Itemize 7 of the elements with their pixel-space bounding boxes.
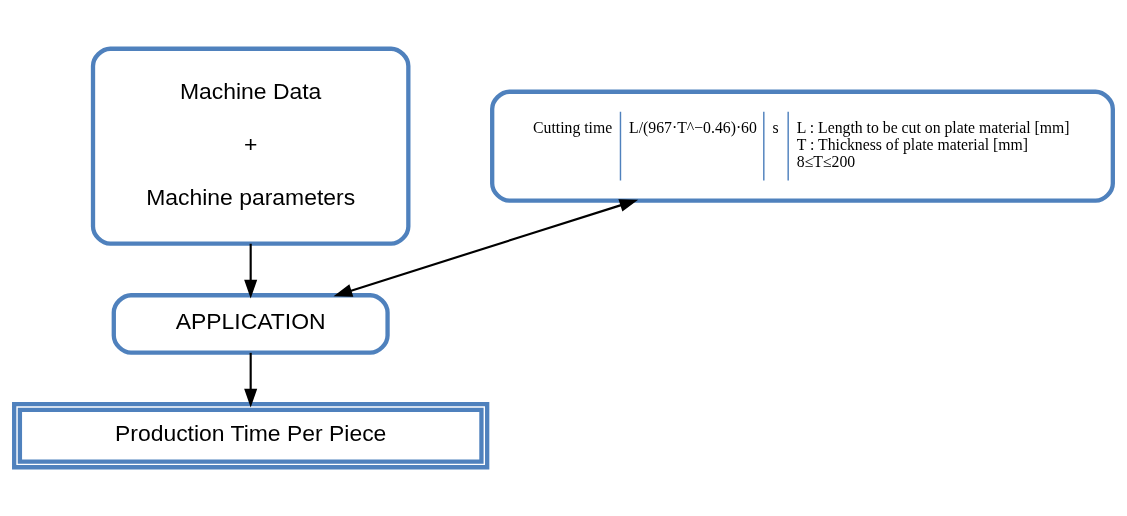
node-box: Production Time Per Piece: [12, 402, 490, 470]
node-box: Machine Data + Machine parameters: [90, 46, 411, 246]
node-box: Cutting time L/(967·T^−0.46)·60 s L : Length to be cut on plate material [mm] T : Thickness of plate material [mm] 8≤T≤200: [490, 89, 1115, 203]
arrow: [244, 352, 258, 408]
arrow: [333, 199, 639, 297]
arrow: [244, 243, 258, 299]
node-box: APPLICATION: [111, 293, 390, 355]
